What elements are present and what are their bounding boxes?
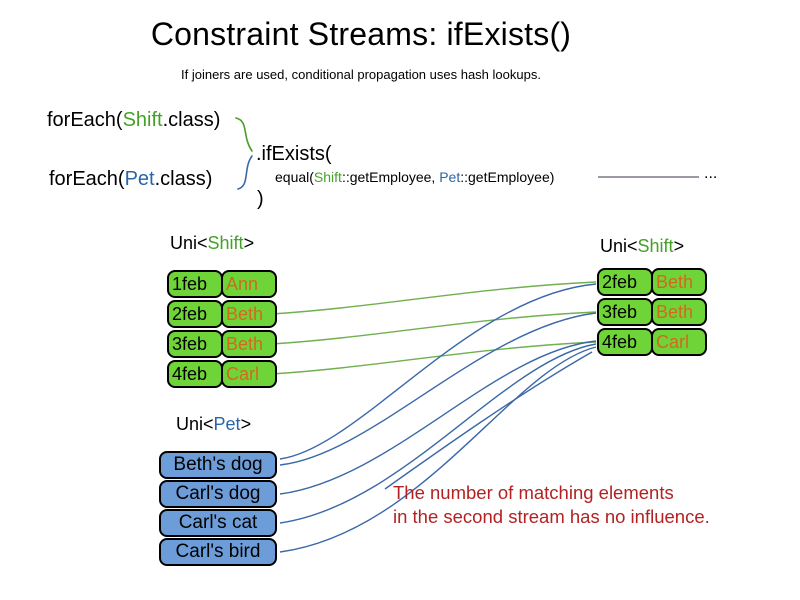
label-type-shift: Shift — [637, 236, 674, 256]
link-beths-dog-to-3feb — [279, 312, 597, 466]
link-carls-dog-to-4feb — [279, 340, 597, 495]
shift-class-keyword: Shift — [122, 109, 163, 131]
pet-keyword: Pet — [439, 169, 461, 185]
note-line1: The number of matching elements — [393, 482, 674, 503]
code-ifexists: .ifExists( — [256, 143, 332, 165]
date-cell: 3feb — [167, 330, 223, 358]
code-text: ::getEmployee) — [460, 169, 555, 185]
table-row: 4feb Carl — [167, 360, 277, 388]
code-text: forEach( — [47, 109, 123, 131]
pet-cell: Carl's bird — [159, 538, 277, 566]
right-stream-label: Uni<Shift> — [600, 236, 684, 257]
ellipsis-text: ... — [704, 165, 718, 182]
table-row: 1feb Ann — [167, 270, 277, 298]
brace-top-green — [235, 117, 253, 152]
code-foreach-shift: forEach(Shift.class) — [47, 109, 220, 132]
pet-cell: Carl's cat — [159, 509, 277, 537]
pet-cell: Beth's dog — [159, 451, 277, 479]
name-cell: Beth — [651, 298, 707, 326]
link-4feb-to-4feb — [271, 341, 597, 375]
pet-cell: Carl's dog — [159, 480, 277, 508]
right-shift-table: 2feb Beth 3feb Beth 4feb Carl — [597, 268, 707, 358]
brace-bottom-blue — [237, 155, 253, 190]
date-cell: 2feb — [167, 300, 223, 328]
code-text: equal( — [275, 169, 314, 185]
label-text: Uni< — [176, 414, 214, 434]
label-text: > — [673, 236, 685, 256]
label-text: Uni< — [170, 233, 208, 253]
name-cell: Beth — [651, 268, 707, 296]
code-foreach-pet: forEach(Pet.class) — [49, 168, 212, 191]
link-3feb-to-3feb — [271, 311, 597, 345]
link-2feb-to-2feb — [271, 281, 597, 315]
table-row: 4feb Carl — [597, 328, 707, 356]
shift-keyword: Shift — [313, 169, 342, 185]
code-text: .class) — [162, 109, 221, 131]
link-beths-dog-to-2feb — [279, 283, 597, 460]
table-row: 3feb Beth — [167, 330, 277, 358]
label-type-pet: Pet — [213, 414, 241, 434]
left-shift-table: 1feb Ann 2feb Beth 3feb Beth 4feb Carl — [167, 270, 277, 390]
note-leader-line — [384, 351, 593, 490]
code-text: ::getEmployee, — [341, 169, 440, 185]
name-cell: Ann — [221, 270, 277, 298]
pet-stream-label: Uni<Pet> — [176, 414, 251, 435]
name-cell: Beth — [221, 300, 277, 328]
date-cell: 4feb — [597, 328, 653, 356]
name-cell: Carl — [221, 360, 277, 388]
label-text: Uni< — [600, 236, 638, 256]
date-cell: 1feb — [167, 270, 223, 298]
code-equal-joiner: equal(Shift::getEmployee, Pet::getEmploy… — [275, 169, 554, 185]
page-title: Constraint Streams: ifExists() — [150, 16, 572, 52]
date-cell: 2feb — [597, 268, 653, 296]
name-cell: Carl — [651, 328, 707, 356]
note-line2: in the second stream has no influence. — [393, 506, 710, 527]
label-text: > — [243, 233, 255, 253]
page-subtitle: If joiners are used, conditional propaga… — [181, 67, 541, 82]
table-row: 2feb Beth — [597, 268, 707, 296]
date-cell: 3feb — [597, 298, 653, 326]
pet-list: Beth's dog Carl's dog Carl's cat Carl's … — [159, 451, 277, 567]
date-cell: 4feb — [167, 360, 223, 388]
code-text: forEach( — [49, 168, 125, 190]
code-close-paren: ) — [257, 188, 264, 210]
label-type-shift: Shift — [207, 233, 244, 253]
note-text: The number of matching elements in the se… — [393, 481, 710, 529]
table-row: 3feb Beth — [597, 298, 707, 326]
left-stream-label: Uni<Shift> — [170, 233, 254, 254]
code-text: .class) — [154, 168, 213, 190]
pet-class-keyword: Pet — [124, 168, 155, 190]
name-cell: Beth — [221, 330, 277, 358]
label-text: > — [240, 414, 252, 434]
table-row: 2feb Beth — [167, 300, 277, 328]
